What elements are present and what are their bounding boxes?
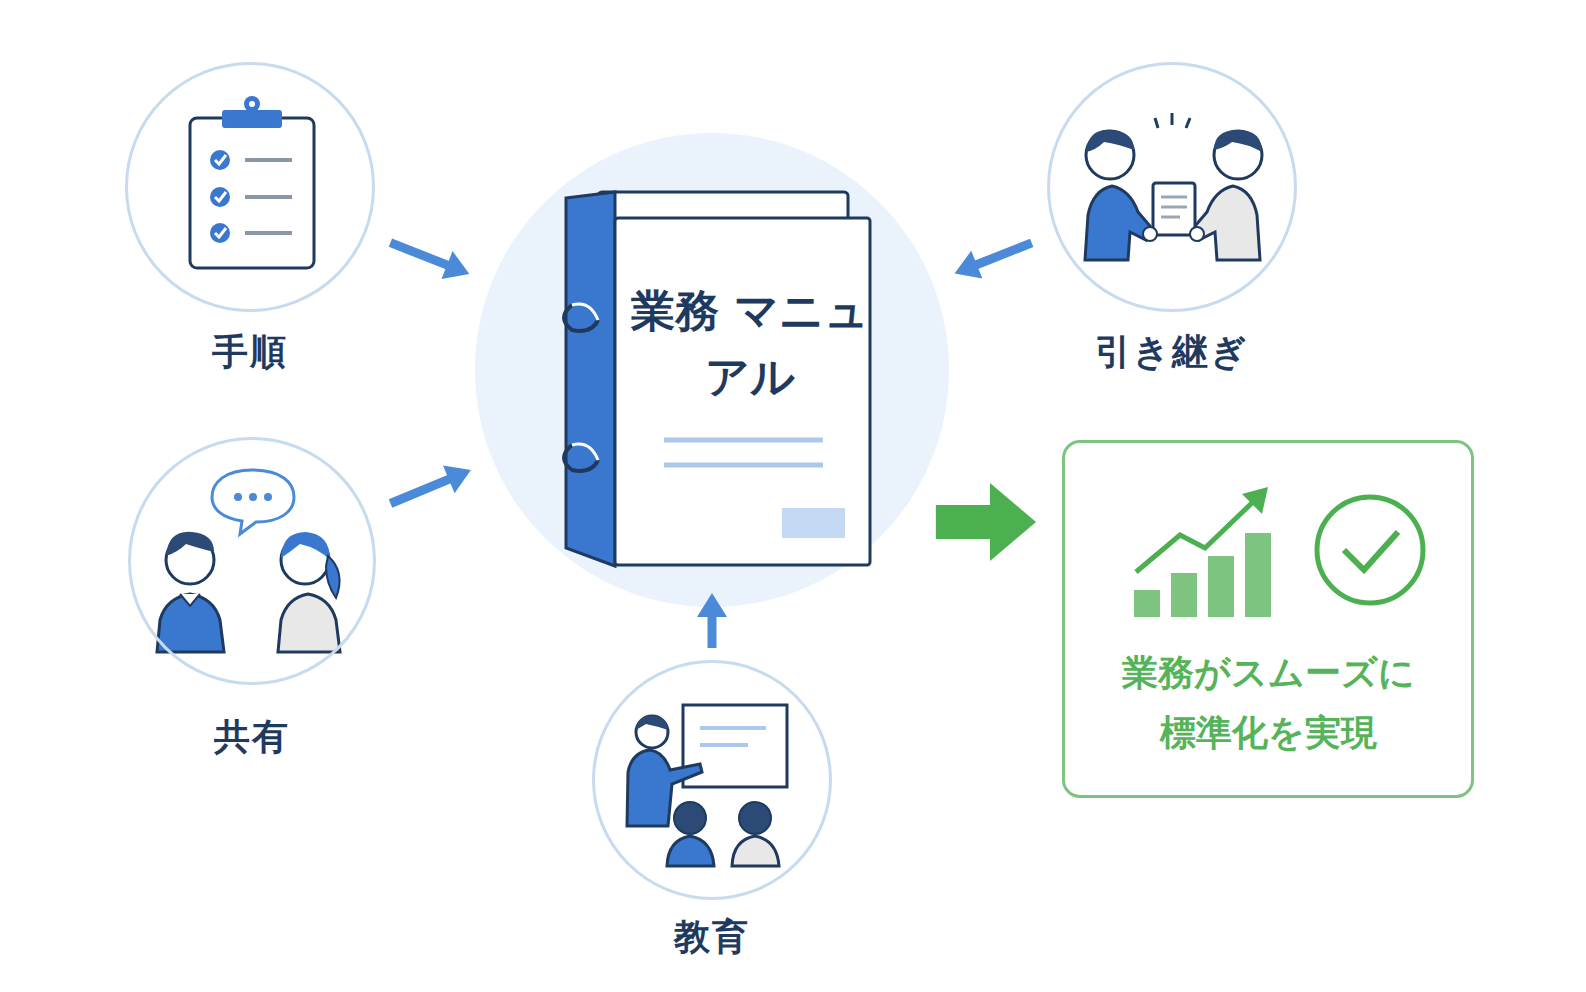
icon-circle: [1047, 62, 1297, 312]
sharing-node: 共有: [128, 437, 376, 765]
flow-arrow: [697, 593, 727, 648]
teaching-icon: [627, 705, 787, 866]
manual-title: 業務 マニュアル: [630, 278, 870, 410]
manual-backdrop: [475, 133, 949, 607]
flow-arrow: [391, 465, 471, 503]
handover-icon: [1085, 113, 1262, 260]
handover-node: 引き継ぎ: [1047, 62, 1297, 380]
flow-arrow: [390, 243, 469, 279]
node-label: 共有: [214, 715, 290, 759]
result-arrow: [936, 483, 1036, 561]
check-icon: [1317, 497, 1423, 603]
conversation-icon: [157, 470, 340, 652]
growth-chart-icon: [1134, 487, 1271, 617]
icon-circle: [592, 660, 832, 900]
procedure-node: 手順: [125, 62, 375, 380]
node-label: 引き継ぎ: [1095, 330, 1249, 374]
icon-circle: [128, 437, 376, 685]
flow-arrow: [955, 243, 1032, 279]
binder-illustration: [564, 192, 870, 566]
manual-node: 業務 マニュアル: [475, 133, 949, 607]
result-box: 業務がスムーズに 標準化を実現: [1062, 440, 1474, 798]
result-text: 業務がスムーズに 標準化を実現: [1105, 643, 1431, 763]
education-node: 教育: [592, 660, 832, 965]
icon-circle: [125, 62, 375, 312]
clipboard-icon: [190, 96, 314, 268]
node-label: 手順: [212, 330, 288, 374]
node-label: 教育: [674, 915, 750, 959]
